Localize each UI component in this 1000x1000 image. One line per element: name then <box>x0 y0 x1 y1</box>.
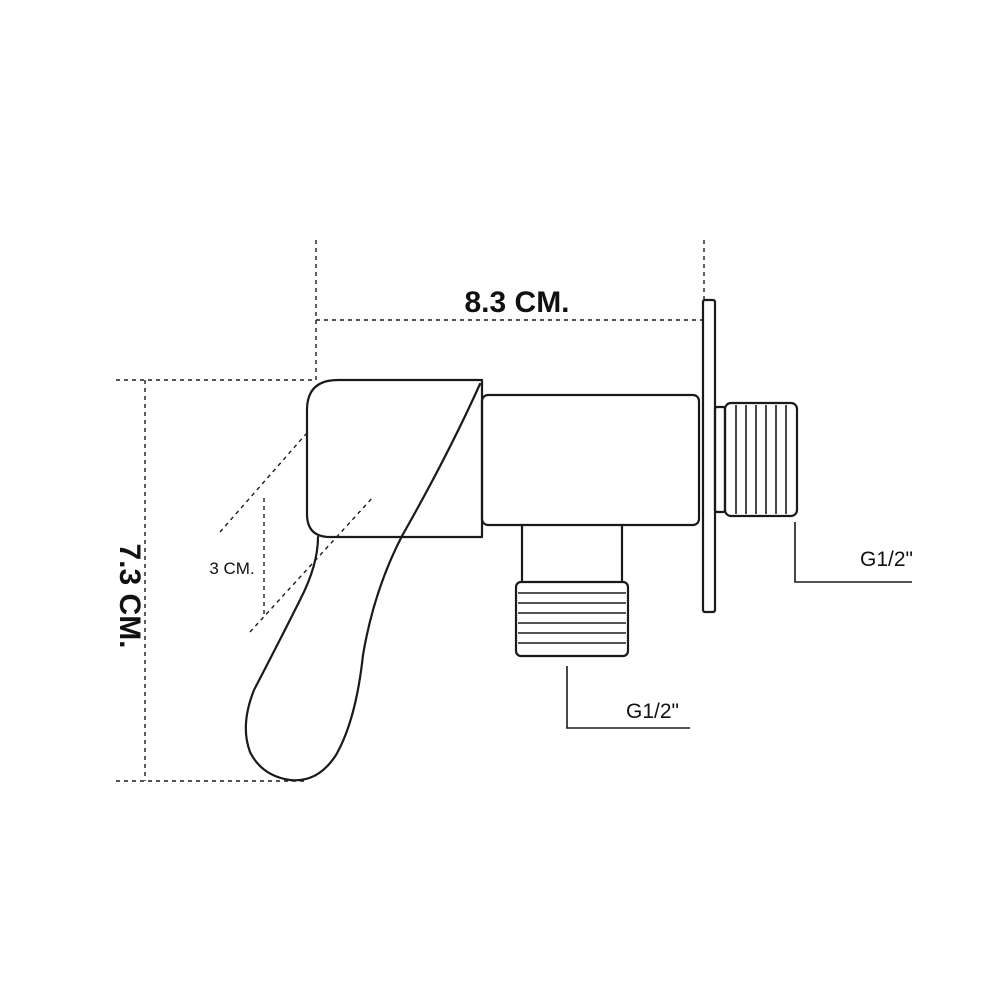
side-thread-leader <box>794 522 912 583</box>
handle-cap <box>305 378 484 539</box>
side-thread-label: G1/2" <box>860 548 913 571</box>
bottom-thread-label: G1/2" <box>626 700 679 723</box>
height-dimension-label: 7.3 CM. <box>113 543 146 648</box>
handle-dimension-label: 3 CM. <box>209 559 254 578</box>
handle-extension-upper <box>219 433 307 533</box>
wall-flange <box>701 298 717 614</box>
side-nut <box>713 405 727 514</box>
handle-lever <box>244 382 482 782</box>
bottom-thread-leader <box>566 666 690 729</box>
width-dimension-label: 8.3 CM. <box>464 286 569 319</box>
valve-body <box>480 393 701 527</box>
side-thread <box>723 401 799 518</box>
bottom-outlet-stem <box>520 523 624 584</box>
handle-extension-lower <box>249 495 375 633</box>
bottom-thread <box>514 580 630 658</box>
